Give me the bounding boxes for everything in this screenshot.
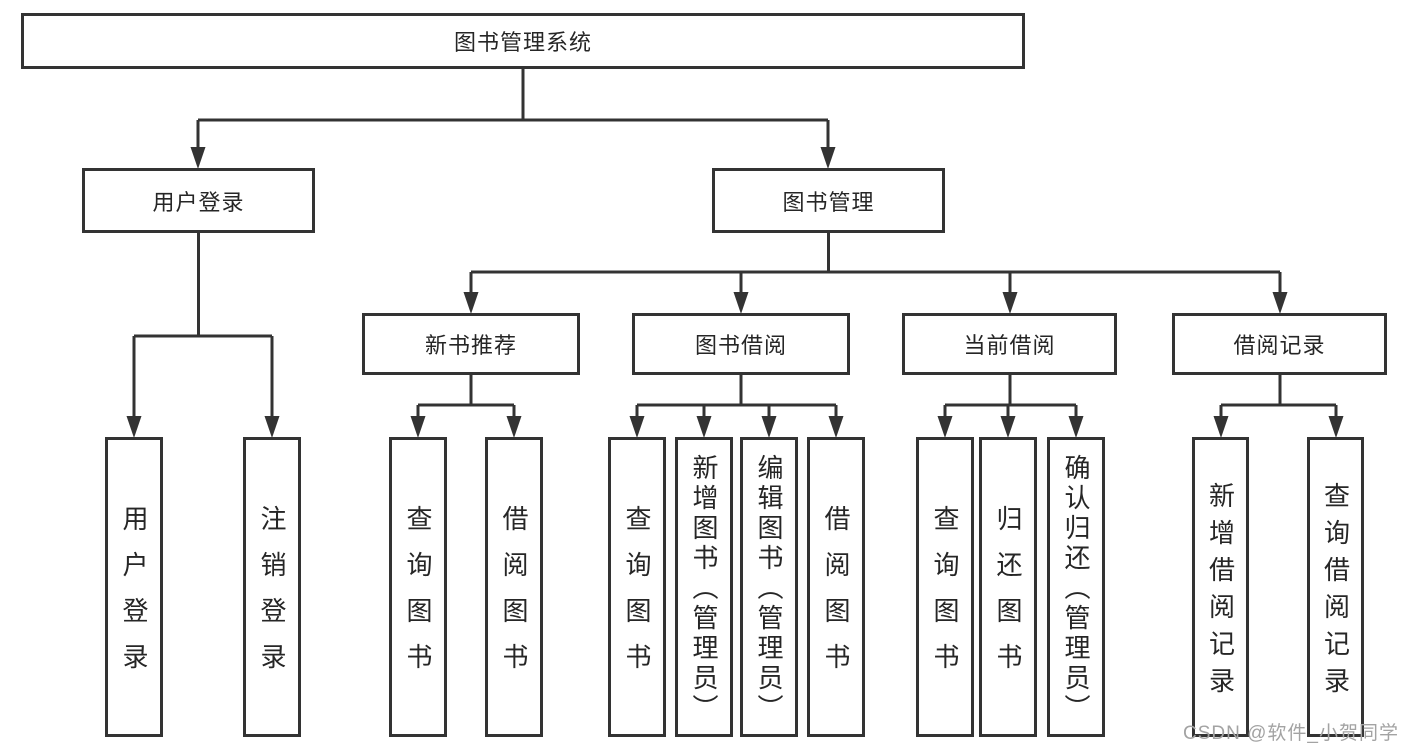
node-book-borrowing: 图书借阅 [632,313,850,375]
leaf-label: 查询图书 [622,505,652,689]
node-label: 新书推荐 [424,333,517,358]
leaf-add-borrow-record: 新增借阅记录 [1192,437,1249,737]
node-label: 当前借阅 [963,333,1056,358]
leaf-confirm-return-admin: 确认归还（管理员） [1047,437,1105,737]
leaf-borrow-books: 借阅图书 [807,437,865,737]
csdn-watermark: CSDN @软件_小贺同学 [1183,723,1399,744]
leaf-label: 归还图书 [993,505,1023,689]
node-label: 借阅记录 [1233,333,1326,358]
connector-newbook-to-leaves [416,375,516,421]
leaf-label: 查询图书 [403,505,433,689]
leaf-borrow-books-recommend: 借阅图书 [485,437,543,737]
node-root-label: 图书管理系统 [453,30,592,55]
arrowheads [126,147,1344,438]
leaf-query-books-current: 查询图书 [916,437,974,737]
connector-root-to-level2 [196,69,830,152]
leaf-edit-books-admin: 编辑图书（管理员） [740,437,798,737]
leaf-label: 借阅图书 [499,505,529,689]
leaf-label: 新增图书（管理员） [689,454,719,724]
connector-current-to-leaves [943,375,1078,421]
node-borrowing-records: 借阅记录 [1172,313,1387,375]
leaf-add-books-admin: 新增图书（管理员） [675,437,733,737]
leaf-label: 注销登录 [257,505,287,689]
leaf-label: 借阅图书 [821,505,851,689]
node-root-system: 图书管理系统 [21,13,1025,69]
connector-userlogin-to-leaves [132,233,274,421]
connector-bookmgmt-to-level3 [469,233,1282,297]
node-label: 用户登录 [152,189,245,215]
leaf-user-login: 用户登录 [105,437,163,737]
leaf-label: 查询图书 [930,505,960,689]
node-user-login-module: 用户登录 [82,168,315,233]
leaf-return-books: 归还图书 [979,437,1037,737]
node-book-management-module: 图书管理 [712,168,945,233]
node-new-book-recommend: 新书推荐 [362,313,580,375]
leaf-logout: 注销登录 [243,437,301,737]
leaf-label: 用户登录 [119,505,149,689]
leaf-label: 编辑图书（管理员） [754,454,784,724]
node-label: 图书借阅 [694,333,787,358]
leaf-query-books-borrow: 查询图书 [608,437,666,737]
leaf-query-borrow-record: 查询借阅记录 [1307,437,1364,737]
node-current-borrowing: 当前借阅 [902,313,1117,375]
leaf-label: 新增借阅记录 [1205,481,1236,704]
leaf-label: 确认归还（管理员） [1061,454,1091,724]
connector-record-to-leaves [1219,375,1338,421]
connector-borrow-to-leaves [635,375,838,421]
leaf-query-books-recommend: 查询图书 [389,437,447,737]
node-label: 图书管理 [782,189,875,215]
leaf-label: 查询借阅记录 [1320,481,1351,704]
